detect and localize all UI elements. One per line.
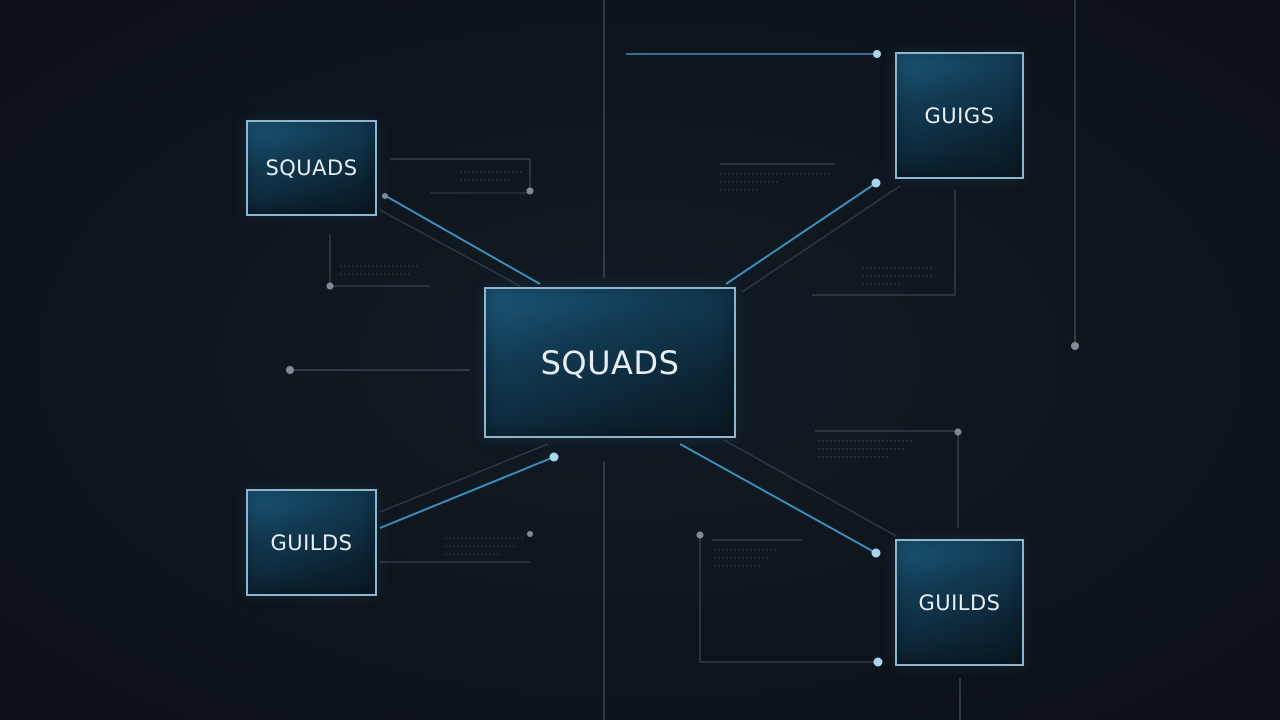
node-guilds-bottom-left[interactable]: GUILDS [246,489,377,596]
annotation-dot-top-left [526,187,534,195]
connector-center-bottom-right-b [723,439,897,537]
guide-dot-right [1071,342,1079,350]
node-label: SQUADS [540,343,680,382]
connector-dot-top-left [382,193,388,199]
annotation-dot-bottom-right-end [873,657,883,667]
annotation-dot-bottom-right-top [696,531,704,539]
node-guilds-bottom-right[interactable]: GUILDS [895,539,1024,666]
annotation-right-lower [815,430,959,528]
annotation-dot-top-left-lower [326,282,334,290]
connector-dot-left-stub [286,366,294,374]
annotation-bottom-left [380,537,530,563]
annotation-right-middle [812,190,956,296]
connector-dot-bottom-right [871,548,881,558]
connector-center-top-left-a [383,194,541,285]
annotation-bottom-right [699,535,876,663]
annotation-dot-bottom-left [527,531,533,537]
annotation-dot-right-lower [954,428,962,436]
annotation-top-left-lower [329,234,430,287]
connector-center-top-right-a [725,182,877,285]
connector-center-top-left-b [379,209,521,287]
annotation-top-right [720,163,835,191]
connector-dot-bottom-left [549,452,559,462]
connector-dot-top-right [871,178,881,188]
connector-dot-top [873,50,881,58]
connector-center-bottom-right-a [679,443,877,554]
node-squads-center[interactable]: SQUADS [484,287,736,438]
connector-center-bottom-left-b [379,443,549,513]
node-label: GUIGS [924,103,995,128]
connector-center-bottom-left-a [379,456,555,529]
node-label: SQUADS [265,156,358,180]
annotation-top-left [390,158,531,194]
node-label: GUILDS [270,530,353,555]
node-squads-top-left[interactable]: SQUADS [246,120,377,216]
connector-center-top-right-b [741,185,901,293]
node-label: GUILDS [918,590,1001,615]
node-guigs-top-right[interactable]: GUIGS [895,52,1024,179]
